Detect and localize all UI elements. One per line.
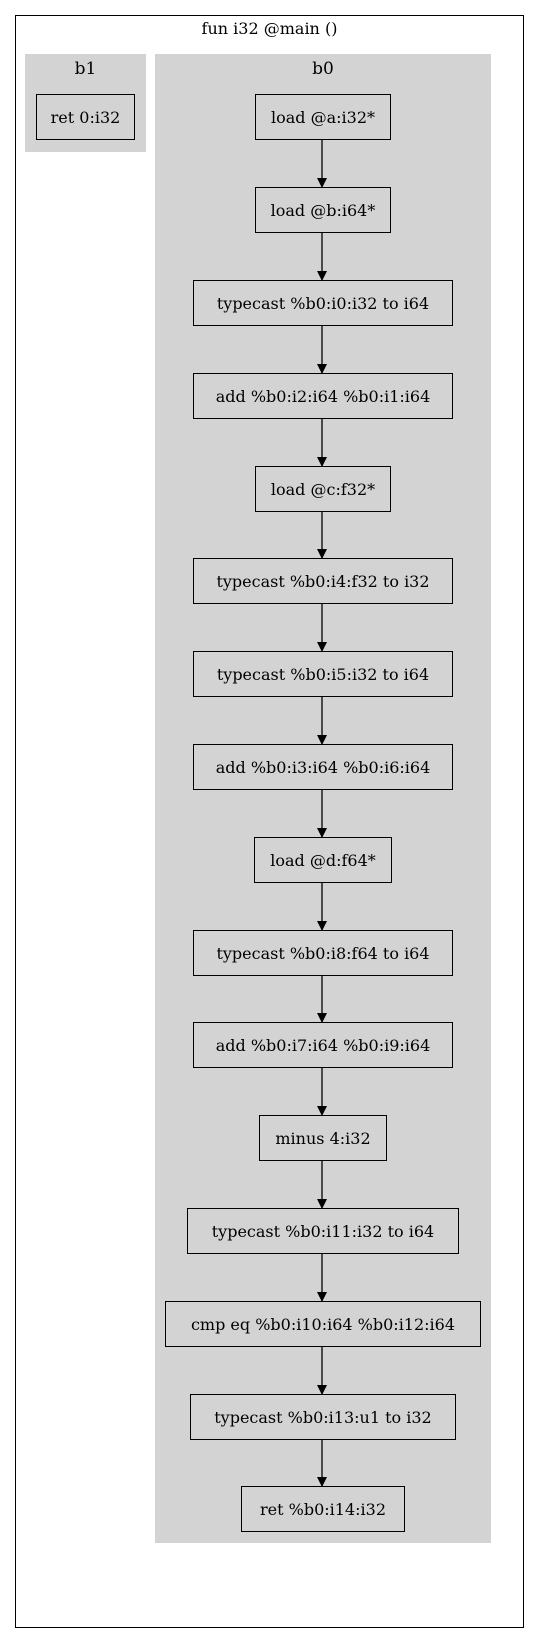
node-b0-8: load @d:f64* (254, 837, 392, 883)
node-b0-6: typecast %b0:i5:i32 to i64 (193, 651, 453, 697)
node-b0-14: typecast %b0:i13:u1 to i32 (190, 1394, 456, 1440)
node-b0-13: cmp eq %b0:i10:i64 %b0:i12:i64 (165, 1301, 481, 1347)
node-b0-15: ret %b0:i14:i32 (241, 1486, 405, 1532)
function-title: fun i32 @main () (201, 19, 338, 38)
cluster-b0-label: b0 (312, 59, 334, 79)
node-b0-5: typecast %b0:i4:f32 to i32 (193, 558, 453, 604)
node-b0-4: load @c:f32* (255, 466, 391, 512)
node-b0-3: add %b0:i2:i64 %b0:i1:i64 (193, 373, 453, 419)
node-b0-0: load @a:i32* (255, 94, 391, 140)
node-b0-10: add %b0:i7:i64 %b0:i9:i64 (193, 1022, 453, 1068)
node-b0-7: add %b0:i3:i64 %b0:i6:i64 (193, 744, 453, 790)
cluster-b1-label: b1 (74, 59, 97, 79)
node-b0-1: load @b:i64* (255, 187, 391, 233)
function-frame: fun i32 @main () (15, 15, 524, 1628)
node-b0-12: typecast %b0:i11:i32 to i64 (187, 1208, 459, 1254)
node-b1-ret: ret 0:i32 (36, 94, 135, 140)
node-b0-9: typecast %b0:i8:f64 to i64 (193, 930, 453, 976)
